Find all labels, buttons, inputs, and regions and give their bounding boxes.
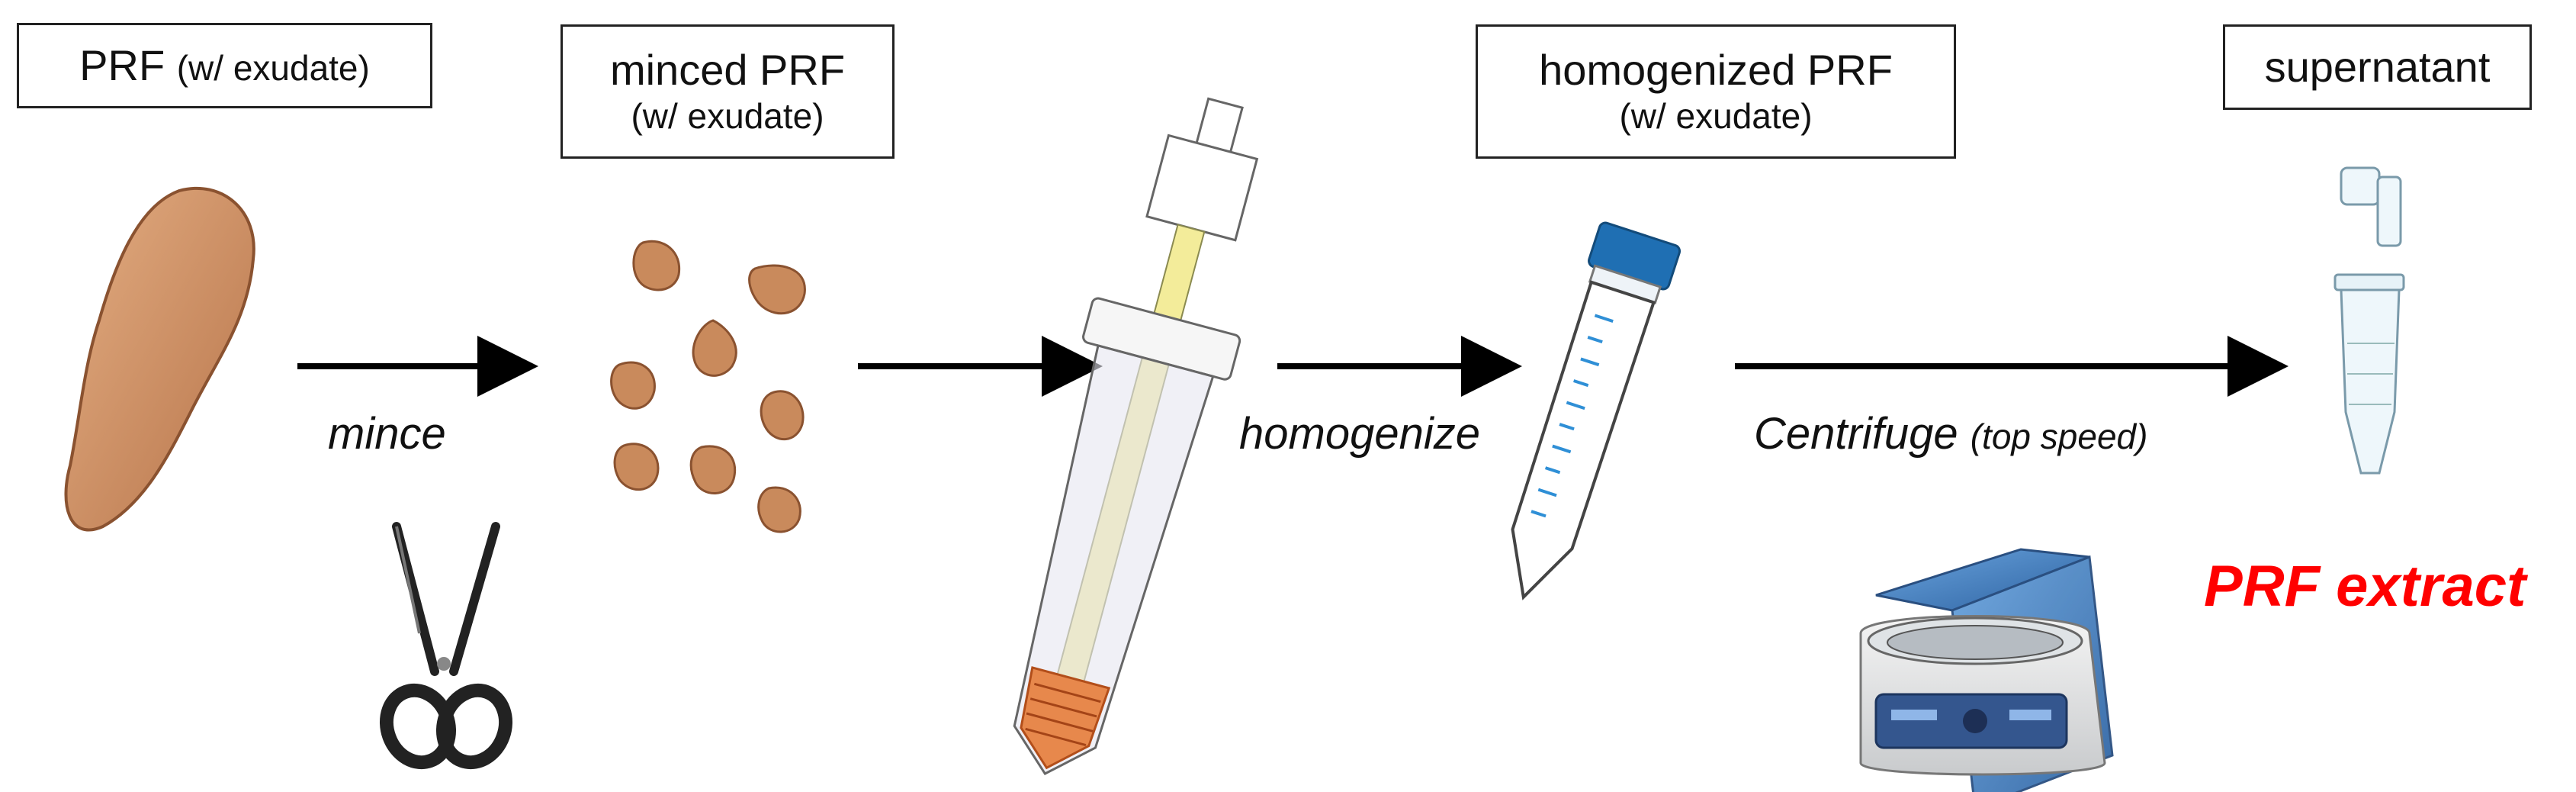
- label-homogenized-title: homogenized PRF: [1539, 46, 1893, 95]
- step-centrifuge: Centrifuge (top speed): [1754, 408, 2147, 459]
- centrifuge-icon: [1859, 548, 2114, 792]
- conical-tube-icon: [1511, 221, 1681, 600]
- microtube-icon: [2333, 166, 2405, 475]
- scissors-icon: [379, 522, 513, 770]
- homogenizer-icon: [1013, 97, 1259, 775]
- label-supernatant: supernatant: [2223, 24, 2532, 110]
- label-minced-note: (w/ exudate): [631, 96, 824, 137]
- label-minced: minced PRF (w/ exudate): [560, 24, 895, 159]
- label-minced-title: minced PRF: [609, 46, 846, 95]
- label-homogenized: homogenized PRF (w/ exudate): [1476, 24, 1956, 159]
- label-supernatant-title: supernatant: [2264, 42, 2491, 91]
- label-prf: PRF (w/ exudate): [17, 23, 432, 108]
- step-mince: mince: [328, 409, 446, 459]
- result-prf-extract: PRF extract: [2204, 554, 2526, 619]
- step-centrifuge-note: (top speed): [1970, 417, 2148, 456]
- label-prf-note: (w/ exudate): [176, 47, 370, 88]
- minced-pieces: [610, 240, 806, 533]
- step-centrifuge-label: Centrifuge: [1754, 409, 1958, 459]
- prf-clot: [64, 186, 255, 532]
- step-homogenize: homogenize: [1239, 409, 1480, 459]
- label-homogenized-note: (w/ exudate): [1619, 96, 1813, 137]
- label-prf-title: PRF: [79, 40, 165, 89]
